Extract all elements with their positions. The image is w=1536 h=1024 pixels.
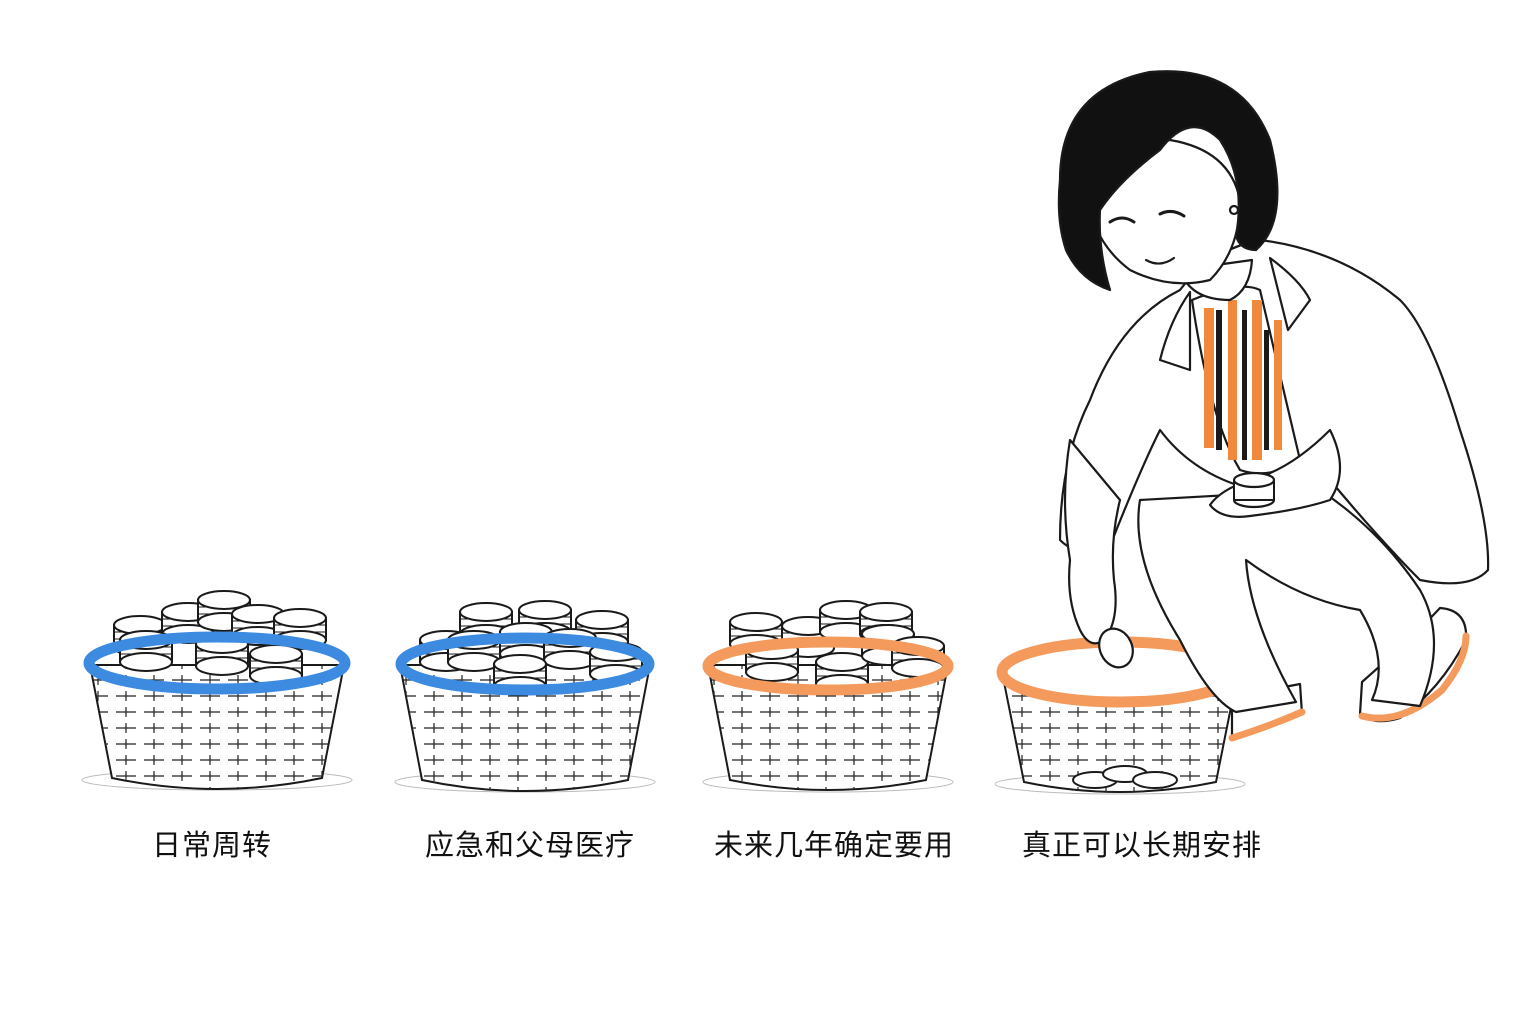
- reaching-arm: [1063, 438, 1122, 645]
- shirt-stripes: [1204, 300, 1282, 460]
- coin-pile-small: [1072, 765, 1178, 789]
- basket-future-years: [702, 600, 954, 793]
- woman-figure: [1057, 70, 1490, 742]
- basket-daily: [81, 590, 353, 791]
- basket-label-long-term: 真正可以长期安排: [1021, 828, 1262, 862]
- hand-coins: [1232, 471, 1276, 509]
- basket-label-future-years: 未来几年确定要用: [713, 828, 954, 862]
- basket-long-term: [994, 636, 1246, 795]
- hair: [1057, 70, 1279, 292]
- basket-emergency: [394, 600, 656, 793]
- basket-label-daily: 日常周转: [151, 828, 272, 862]
- legs: [1137, 488, 1436, 714]
- basket-label-emergency: 应急和父母医疗: [424, 828, 635, 862]
- dropping-coin: [1098, 627, 1134, 669]
